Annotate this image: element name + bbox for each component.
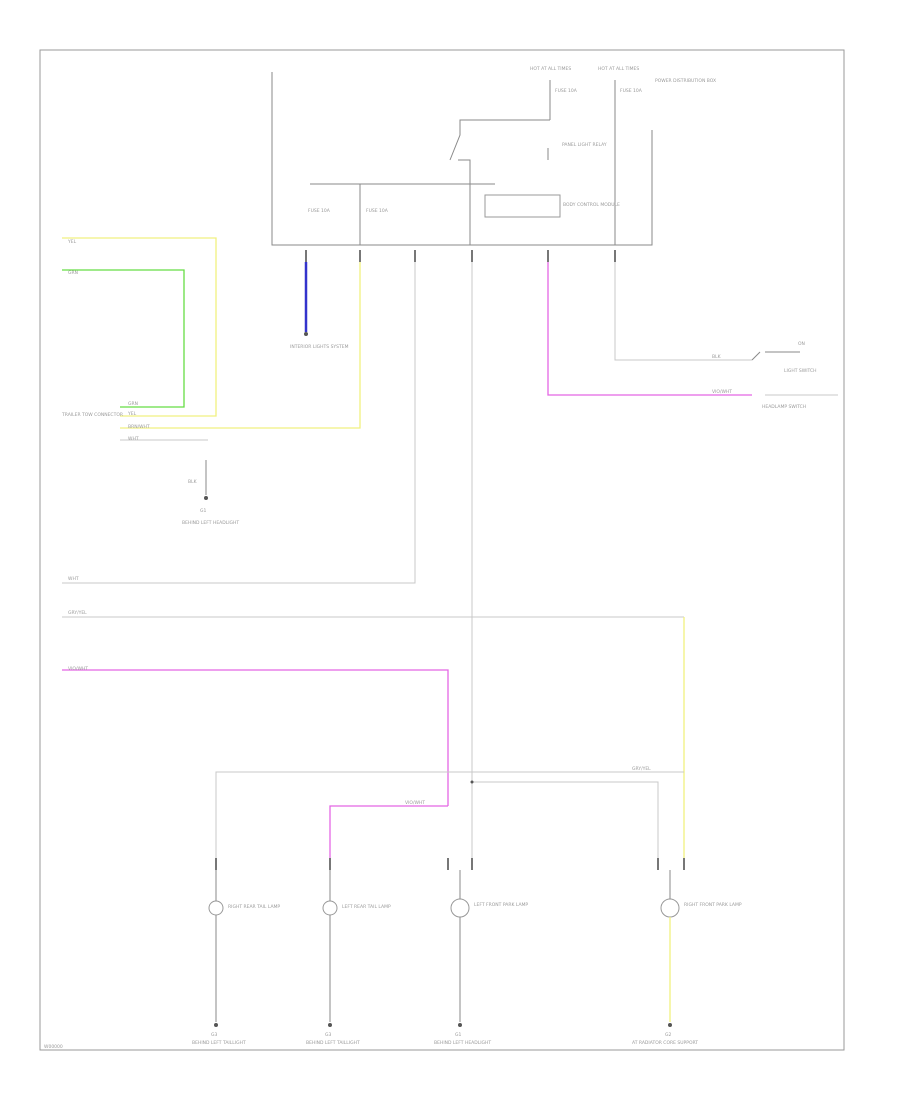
fuse-block-a-label: HOT AT ALL TIMES <box>530 66 571 72</box>
lamp2-bulb <box>322 900 338 916</box>
wire-pink-switch <box>547 262 752 396</box>
lamp1-bulb <box>208 900 224 916</box>
fuse-3-label: FUSE 10A <box>308 208 331 214</box>
module-name-label: POWER DISTRIBUTION BOX <box>655 78 716 84</box>
panel-relay-box <box>484 194 561 218</box>
splice-wire-label: GRY/YEL <box>632 766 651 772</box>
interior-terminal <box>304 332 308 336</box>
light-switch-symbol <box>751 351 800 361</box>
gnd4-label: AT RADIATOR CORE SUPPORT <box>632 1040 698 1046</box>
wire-c-label: WHT <box>68 576 79 582</box>
lamp3-bulb <box>450 898 470 918</box>
diagram-frame <box>39 49 845 1051</box>
lamp1-label: RIGHT REAR TAIL LAMP <box>228 904 280 910</box>
wire-pink-lamps <box>62 669 449 806</box>
switch-code-label: ON <box>798 341 805 347</box>
wire-e-label: VIO/WHT <box>68 666 88 672</box>
wire-lamp-bus <box>215 771 684 858</box>
pin-brn-label: BRN/WHT <box>128 424 150 430</box>
headlamp-switch-label: HEADLAMP SWITCH <box>762 404 806 410</box>
trailer-connector-label: TRAILER TOW CONNECTOR <box>61 412 123 418</box>
module-outline <box>271 72 653 246</box>
wire-pink-left-lamp <box>329 805 448 858</box>
gnd1-code: G3 <box>211 1032 217 1038</box>
fuse-4-label: FUSE 10A <box>366 208 389 214</box>
fuse-block-b-label: HOT AT ALL TIMES <box>598 66 639 72</box>
relay-switch <box>449 119 550 184</box>
lamp4-ground-terminal <box>668 1023 672 1027</box>
lamp4-bulb <box>660 898 680 918</box>
panel-box-label: BODY CONTROL MODULE <box>563 202 620 208</box>
switch-label: LIGHT SWITCH <box>784 368 817 374</box>
wire-yel-label: YEL <box>67 239 77 245</box>
fuse-1-label: FUSE 10A <box>555 88 578 94</box>
wire-lamp-bus-right <box>472 781 659 858</box>
lamp2-label: LEFT REAR TAIL LAMP <box>342 904 391 910</box>
ground-code-left: G1 <box>200 508 206 514</box>
gnd2-label: BEHIND LEFT TAILLIGHT <box>306 1040 360 1046</box>
wire-yellow-module <box>120 262 361 429</box>
wire-yellow-left <box>62 237 217 417</box>
pin-grn-label: GRN <box>128 401 138 407</box>
gnd3-code: G1 <box>455 1032 461 1038</box>
lamp2-ground-terminal <box>328 1023 332 1027</box>
gnd3-label: BEHIND LEFT HEADLIGHT <box>434 1040 491 1046</box>
wire-white-c3 <box>62 262 416 584</box>
sheet-code: W00000 <box>44 1044 63 1050</box>
ground-left-label: BEHIND LEFT HEADLIGHT <box>182 520 239 526</box>
lamp3-ground-terminal <box>458 1023 462 1027</box>
wire-c6-switch <box>614 262 752 361</box>
wire-green-left <box>62 269 185 408</box>
fuse-2-label: FUSE 10A <box>620 88 643 94</box>
panel-relay-label: PANEL LIGHT RELAY <box>562 142 607 148</box>
splice-point <box>470 780 474 784</box>
interior-module-label: INTERIOR LIGHTS SYSTEM <box>290 344 349 350</box>
lamp3-label: LEFT FRONT PARK LAMP <box>474 902 528 908</box>
ground-terminal-left <box>204 496 208 500</box>
lamp1-ground-terminal <box>214 1023 218 1027</box>
wire-grn-label: GRN <box>68 270 78 276</box>
gnd1-label: BEHIND LEFT TAILLIGHT <box>192 1040 246 1046</box>
wire-d-label: GRY/YEL <box>68 610 87 616</box>
pink-wire-label: VIO/WHT <box>712 389 732 395</box>
pin-wht-label: WHT <box>128 436 139 442</box>
splice-pink-label: VIO/WHT <box>405 800 425 806</box>
gnd2-code: G3 <box>325 1032 331 1038</box>
wire-blk-label: BLK <box>188 479 198 485</box>
gnd4-code: G2 <box>665 1032 671 1038</box>
switch-wire-label: BLK <box>712 354 722 360</box>
lamp4-label: RIGHT FRONT PARK LAMP <box>684 902 742 908</box>
pin-yel-label: YEL <box>127 411 137 417</box>
